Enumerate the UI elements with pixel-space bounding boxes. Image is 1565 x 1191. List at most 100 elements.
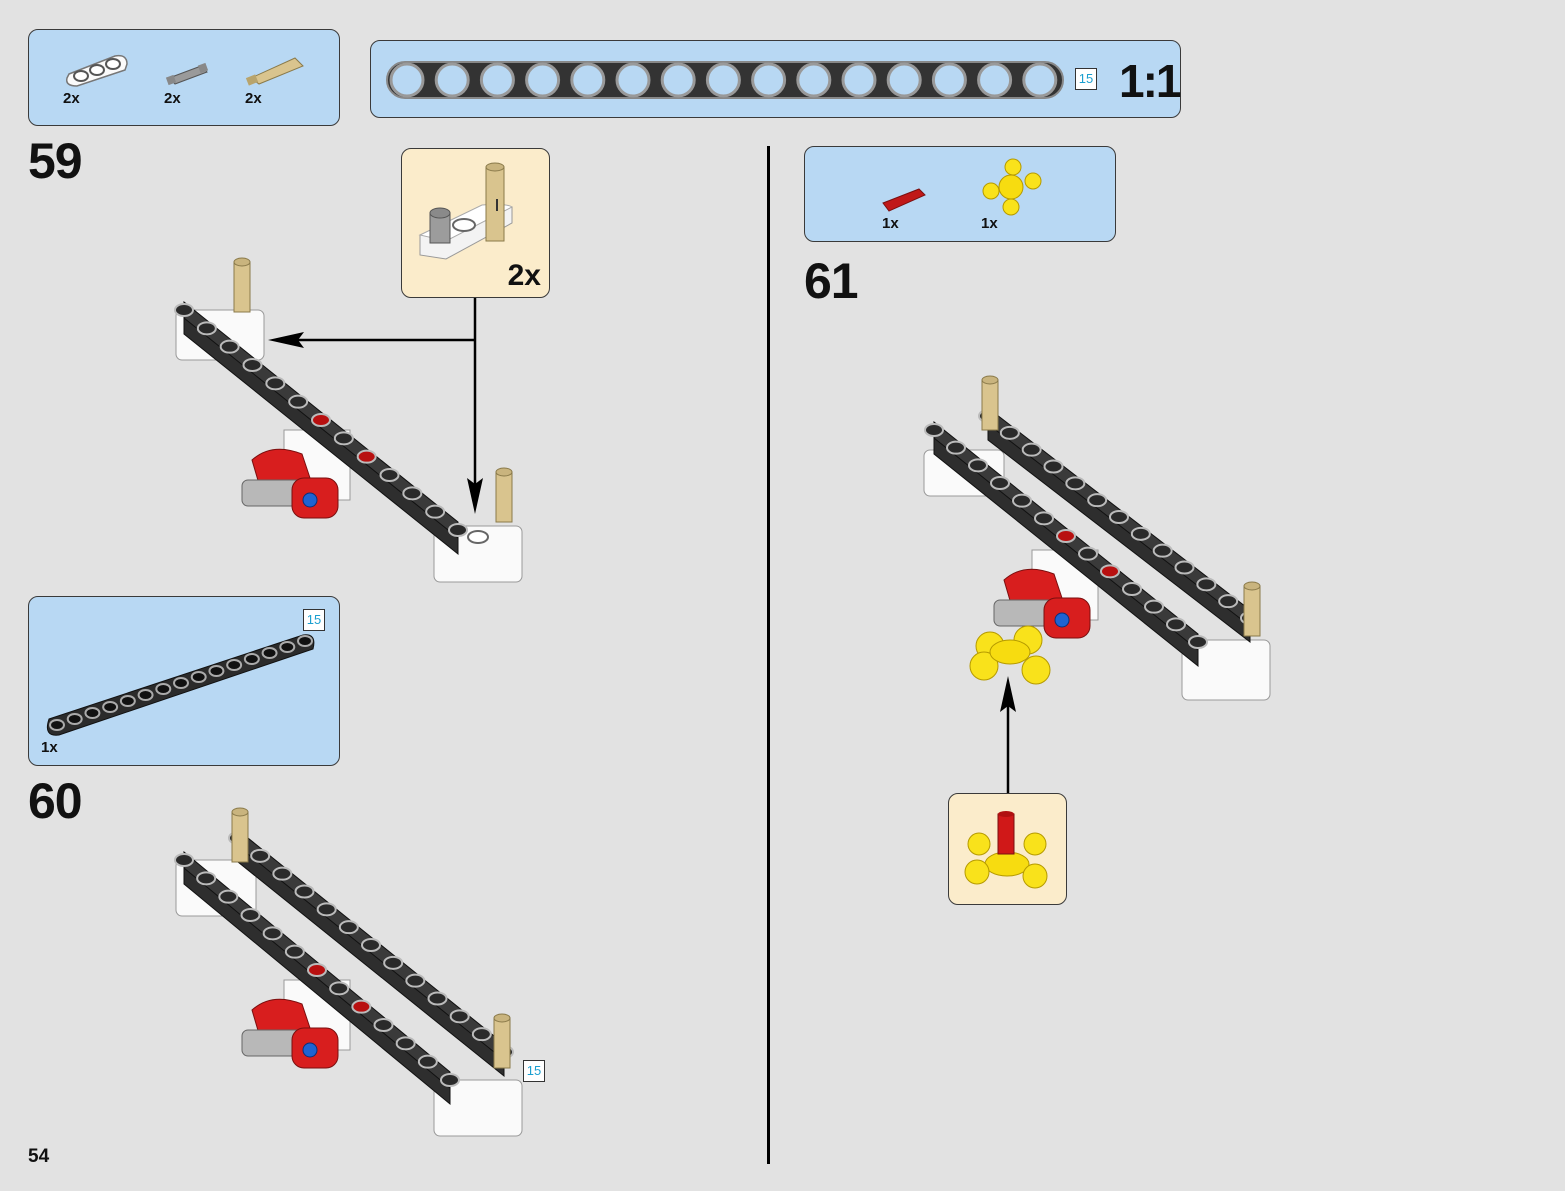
tan-pin-top (495, 467, 513, 477)
beam-hole (417, 1054, 438, 1069)
assembly-arrow (268, 298, 483, 514)
beam-hole (174, 303, 194, 317)
beam-hole (467, 530, 489, 544)
length-badge: 15 (523, 1060, 545, 1082)
parts-list-step-61: 1x 1x (804, 146, 1116, 242)
assembly-arrow (1000, 676, 1016, 794)
yellow-hub-part-icon (982, 158, 1042, 216)
parts-list-top: 2x 2x 2x (28, 29, 340, 126)
beam-hole (329, 981, 350, 996)
blue-pin (1054, 612, 1070, 628)
beam-hole (448, 523, 468, 537)
tan-pin-top (1243, 581, 1261, 591)
tan-pin (231, 811, 249, 863)
beam-hole (1078, 546, 1098, 561)
callout-qty: 2x (507, 259, 541, 292)
part-qty: 1x (981, 215, 998, 232)
yellow-hub-arm (1021, 655, 1051, 685)
black-15-beam-part-icon (46, 634, 315, 736)
step-number: 59 (28, 133, 83, 189)
beam-hole (1065, 476, 1086, 491)
beam-hole (449, 1009, 470, 1024)
beam-hole (1034, 511, 1054, 526)
arrow-head-left (268, 332, 304, 348)
ruler-15-beam (386, 61, 1064, 99)
arrow-head-down (467, 478, 483, 514)
beam-hole (119, 695, 136, 707)
ruler-hole (886, 62, 922, 98)
yellow-hub-center (989, 639, 1031, 665)
beam-hole (1196, 577, 1217, 592)
beam-hole (173, 677, 189, 689)
beam-hole (272, 866, 293, 881)
white-beam-part-icon (65, 54, 128, 87)
red-pin-hole (307, 963, 327, 977)
ruler-hole (705, 62, 741, 98)
tan-pin-top (231, 807, 249, 817)
beam-hole (208, 665, 225, 677)
beam-hole (196, 321, 217, 336)
beam-hole (373, 1018, 394, 1032)
hub-with-axle-icon (964, 811, 1048, 889)
beam-hole (1012, 493, 1032, 508)
part-qty: 2x (245, 90, 262, 107)
part-qty: 1x (882, 215, 899, 232)
beam-hole (1166, 617, 1186, 632)
beam-hole (999, 425, 1020, 440)
page-number: 54 (28, 1146, 50, 1167)
beam-hole (1152, 543, 1173, 558)
beam-hole (402, 486, 423, 501)
part-qty: 2x (63, 90, 80, 107)
beam-hole (243, 653, 260, 665)
ruler-hole (389, 62, 425, 98)
tan-pin (1243, 585, 1261, 637)
beam-hole (155, 683, 172, 695)
scale-label: 1:1 (1119, 55, 1182, 107)
beam-hole (294, 884, 315, 899)
tan-pin (493, 1017, 511, 1069)
beam-hole (383, 955, 404, 970)
step-61-model (923, 375, 1271, 701)
beam-with-pins-icon (418, 162, 513, 260)
red-pin-hole (1100, 564, 1120, 579)
part-qty: 1x (41, 739, 58, 756)
beam-hole (265, 376, 286, 391)
tan-pin (981, 379, 999, 431)
yellow-hub-arm (969, 651, 999, 681)
beam-hole (137, 689, 154, 701)
red-pin-hole (351, 999, 372, 1014)
part-qty: 2x (164, 90, 181, 107)
beam-hole (102, 701, 119, 713)
beam-hole (49, 719, 65, 731)
beam-hole (1188, 635, 1208, 649)
beam-hole (1109, 510, 1129, 524)
ruler-hole (1022, 62, 1058, 98)
beam-hole (338, 920, 359, 935)
length-badge: 15 (1075, 68, 1097, 90)
ruler-hole (931, 62, 967, 98)
beam-hole (395, 1036, 416, 1051)
beam-hole (924, 423, 944, 437)
beam-hole (968, 458, 988, 473)
beam-hole (288, 394, 309, 409)
beam-hole (190, 671, 207, 683)
beam-hole (1174, 560, 1195, 575)
tan-pin-part-icon (245, 57, 304, 86)
beam-hole (1144, 599, 1164, 614)
beam-hole (990, 476, 1010, 490)
scale-ruler-box: 15 1:1 (370, 40, 1182, 118)
step-59-model (174, 257, 523, 583)
red-pin-hole (311, 413, 331, 427)
ruler-hole (841, 62, 877, 98)
beam-hole (427, 991, 448, 1006)
step-divider (767, 146, 770, 1164)
beam-hole (284, 944, 305, 959)
beam-hole (316, 902, 337, 917)
arrow-head-up (1000, 676, 1016, 712)
white-beam (433, 1079, 523, 1137)
beam-hole (1218, 594, 1239, 609)
beam-hole (946, 440, 966, 455)
blue-pin (302, 492, 318, 508)
step-number: 61 (804, 253, 859, 309)
tan-pin-top (981, 375, 999, 385)
